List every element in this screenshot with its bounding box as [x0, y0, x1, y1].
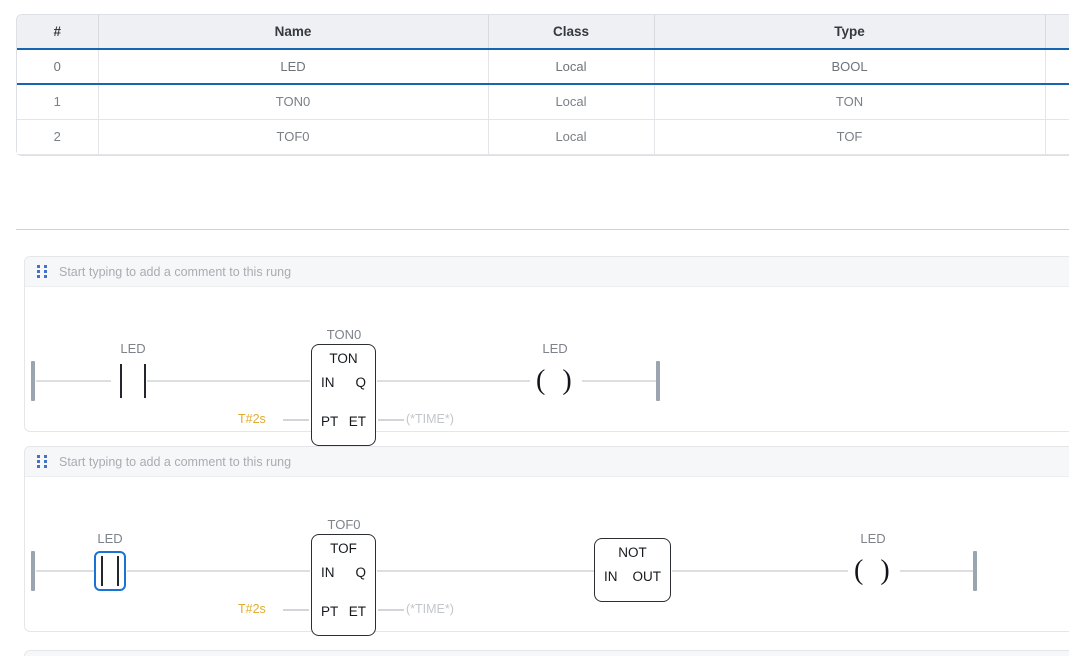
function-block-tof[interactable]: TOF IN Q PT ET: [311, 534, 376, 636]
rung-1-body: LED TON0 TON IN Q PT ET T#2s (*TIME*): [25, 287, 1069, 446]
not-block-pin-in[interactable]: IN: [604, 569, 618, 584]
block-type-label: TON: [329, 351, 358, 366]
table-row[interactable]: 2 TOF0 Local TOF: [17, 119, 1069, 155]
column-header-index[interactable]: #: [17, 15, 99, 50]
rung-2-comment-placeholder[interactable]: Start typing to add a comment to this ru…: [59, 454, 292, 469]
wire-block-to-not: [377, 570, 594, 572]
drag-handle-icon[interactable]: [37, 454, 47, 469]
section-divider: [16, 229, 1069, 230]
block-pin-in[interactable]: IN: [321, 375, 335, 390]
column-header-extra[interactable]: [1045, 15, 1069, 50]
block-pt-value[interactable]: T#2s: [238, 602, 266, 616]
column-header-class[interactable]: Class: [488, 15, 655, 50]
drag-handle-icon[interactable]: [37, 264, 47, 279]
wire-et-output: [378, 419, 404, 421]
wire-block-to-coil: [377, 380, 530, 382]
column-header-type[interactable]: Type: [654, 15, 1046, 50]
rung-2[interactable]: Start typing to add a comment to this ru…: [24, 446, 1069, 636]
function-block-ton[interactable]: TON IN Q PT ET: [311, 344, 376, 446]
block-pt-value[interactable]: T#2s: [238, 412, 266, 426]
wire-pt-input: [283, 419, 309, 421]
cell-index: 0: [17, 48, 99, 85]
not-block-type-label: NOT: [618, 545, 647, 560]
block-pin-q[interactable]: Q: [355, 565, 366, 580]
rung-3-partial[interactable]: [24, 650, 1069, 656]
wire-pt-input: [283, 609, 309, 611]
cell-class[interactable]: Local: [488, 84, 655, 120]
contact-left-bar: [101, 556, 103, 586]
block-instance-name: TON0: [326, 327, 362, 342]
wire-not-to-coil: [672, 570, 848, 572]
cell-extra[interactable]: [1045, 48, 1069, 85]
output-coil[interactable]: ( ): [854, 555, 895, 586]
cell-name[interactable]: TOF0: [98, 119, 489, 155]
wire-contact-to-block: [127, 570, 310, 572]
rung-3-comment-bar[interactable]: [25, 651, 1069, 656]
cell-type[interactable]: TON: [654, 84, 1046, 120]
contact-label: LED: [120, 341, 146, 356]
block-pin-q[interactable]: Q: [355, 375, 366, 390]
function-block-not[interactable]: NOT IN OUT: [594, 538, 671, 602]
wire-rail-to-contact: [36, 570, 100, 572]
table-row[interactable]: 1 TON0 Local TON: [17, 84, 1069, 120]
wire-contact-to-block: [147, 380, 310, 382]
block-instance-name: TOF0: [327, 517, 361, 532]
block-pin-in[interactable]: IN: [321, 565, 335, 580]
cell-index: 2: [17, 119, 99, 155]
cell-class[interactable]: Local: [488, 48, 655, 85]
wire-coil-to-rail: [900, 570, 973, 572]
contact-right-bar: [144, 364, 146, 398]
cell-class[interactable]: Local: [488, 119, 655, 155]
block-pin-pt[interactable]: PT: [321, 414, 339, 429]
cell-type[interactable]: BOOL: [654, 48, 1046, 85]
rung-1-comment-placeholder[interactable]: Start typing to add a comment to this ru…: [59, 264, 292, 279]
rung-1-comment-bar[interactable]: Start typing to add a comment to this ru…: [25, 257, 1069, 287]
block-pin-et[interactable]: ET: [348, 604, 366, 619]
wire-rail-to-contact: [36, 380, 111, 382]
right-power-rail: [973, 551, 977, 591]
block-pin-pt[interactable]: PT: [321, 604, 339, 619]
coil-label: LED: [860, 531, 886, 546]
table-row[interactable]: 0 LED Local BOOL: [17, 48, 1069, 85]
table-header-row: # Name Class Type: [17, 15, 1069, 50]
contact-normally-open-selected[interactable]: [94, 551, 126, 591]
left-power-rail: [31, 551, 35, 591]
contact-normally-open[interactable]: [120, 364, 146, 398]
contact-label: LED: [97, 531, 123, 546]
column-header-name[interactable]: Name: [98, 15, 489, 50]
output-coil[interactable]: ( ): [536, 365, 577, 396]
variables-table: # Name Class Type 0 LED Local BOOL 1 T: [16, 14, 1069, 156]
cell-extra[interactable]: [1045, 84, 1069, 120]
rung-2-body: LED TOF0 TOF IN Q PT ET T#2s (*TIME*): [25, 477, 1069, 636]
block-et-value[interactable]: (*TIME*): [406, 602, 454, 616]
not-block-pin-out[interactable]: OUT: [632, 569, 662, 584]
block-pin-et[interactable]: ET: [348, 414, 366, 429]
contact-right-bar: [117, 556, 119, 586]
rung-2-comment-bar[interactable]: Start typing to add a comment to this ru…: [25, 447, 1069, 477]
block-type-label: TOF: [330, 541, 357, 556]
wire-coil-to-rail: [582, 380, 658, 382]
wire-et-output: [378, 609, 404, 611]
right-power-rail: [656, 361, 660, 401]
rung-1[interactable]: Start typing to add a comment to this ru…: [24, 256, 1069, 446]
cell-type[interactable]: TOF: [654, 119, 1046, 155]
cell-name[interactable]: TON0: [98, 84, 489, 120]
cell-index: 1: [17, 84, 99, 120]
coil-label: LED: [542, 341, 568, 356]
cell-extra[interactable]: [1045, 119, 1069, 155]
cell-name[interactable]: LED: [98, 48, 489, 85]
contact-left-bar: [120, 364, 122, 398]
left-power-rail: [31, 361, 35, 401]
block-et-value[interactable]: (*TIME*): [406, 412, 454, 426]
